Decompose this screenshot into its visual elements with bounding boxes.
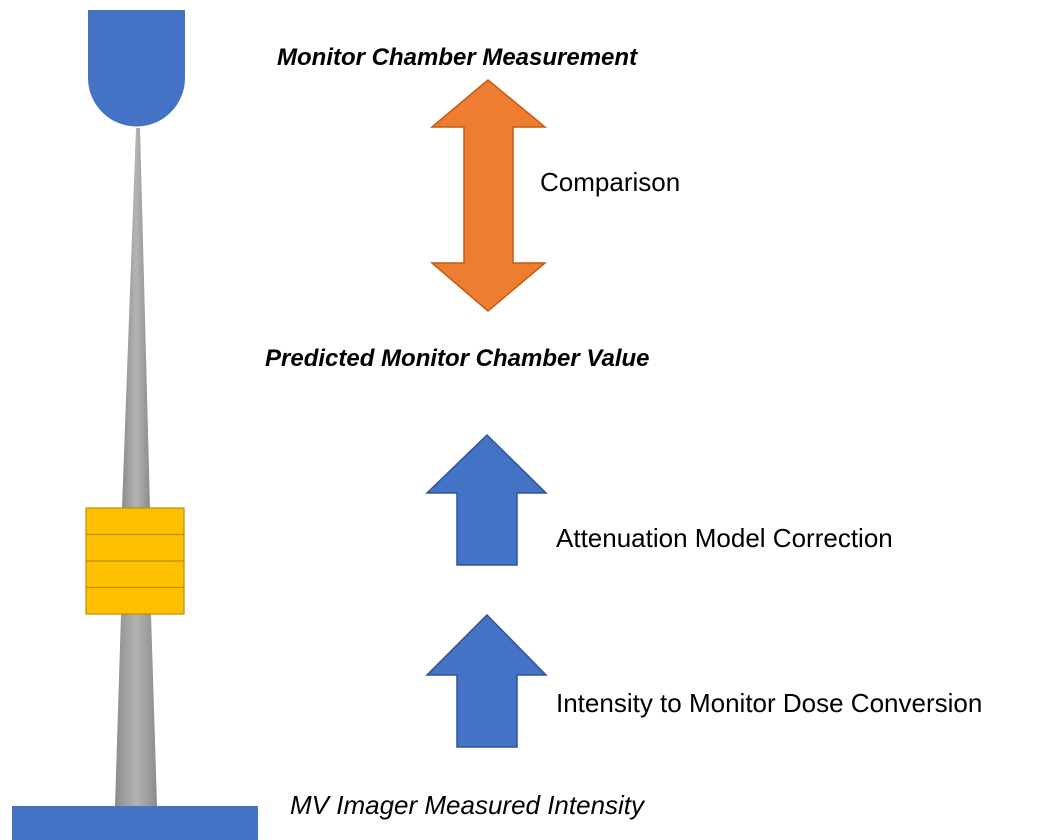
attenuation-model-correction-label: Attenuation Model Correction xyxy=(556,523,893,553)
attenuator-layer xyxy=(85,507,185,536)
mv-imager-measured-intensity-label: MV Imager Measured Intensity xyxy=(290,790,645,820)
attenuation-up-arrow xyxy=(425,433,548,566)
intensity-to-monitor-dose-conversion-label: Intensity to Monitor Dose Conversion xyxy=(556,688,983,718)
mv-imager-panel xyxy=(12,806,258,840)
conversion-up-arrow xyxy=(425,613,548,748)
predicted-monitor-chamber-value-label: Predicted Monitor Chamber Value xyxy=(265,345,650,372)
attenuator-block xyxy=(85,507,185,615)
attenuator-layer xyxy=(85,560,185,589)
monitor-chamber-measurement-label: Monitor Chamber Measurement xyxy=(277,44,638,71)
comparison-label: Comparison xyxy=(540,167,681,197)
source-head xyxy=(88,10,185,127)
attenuator-layer xyxy=(85,533,185,562)
attenuator-layer xyxy=(85,586,185,615)
beam-upper xyxy=(122,128,150,508)
comparison-double-arrow xyxy=(429,79,548,312)
beam-lower xyxy=(115,614,157,806)
